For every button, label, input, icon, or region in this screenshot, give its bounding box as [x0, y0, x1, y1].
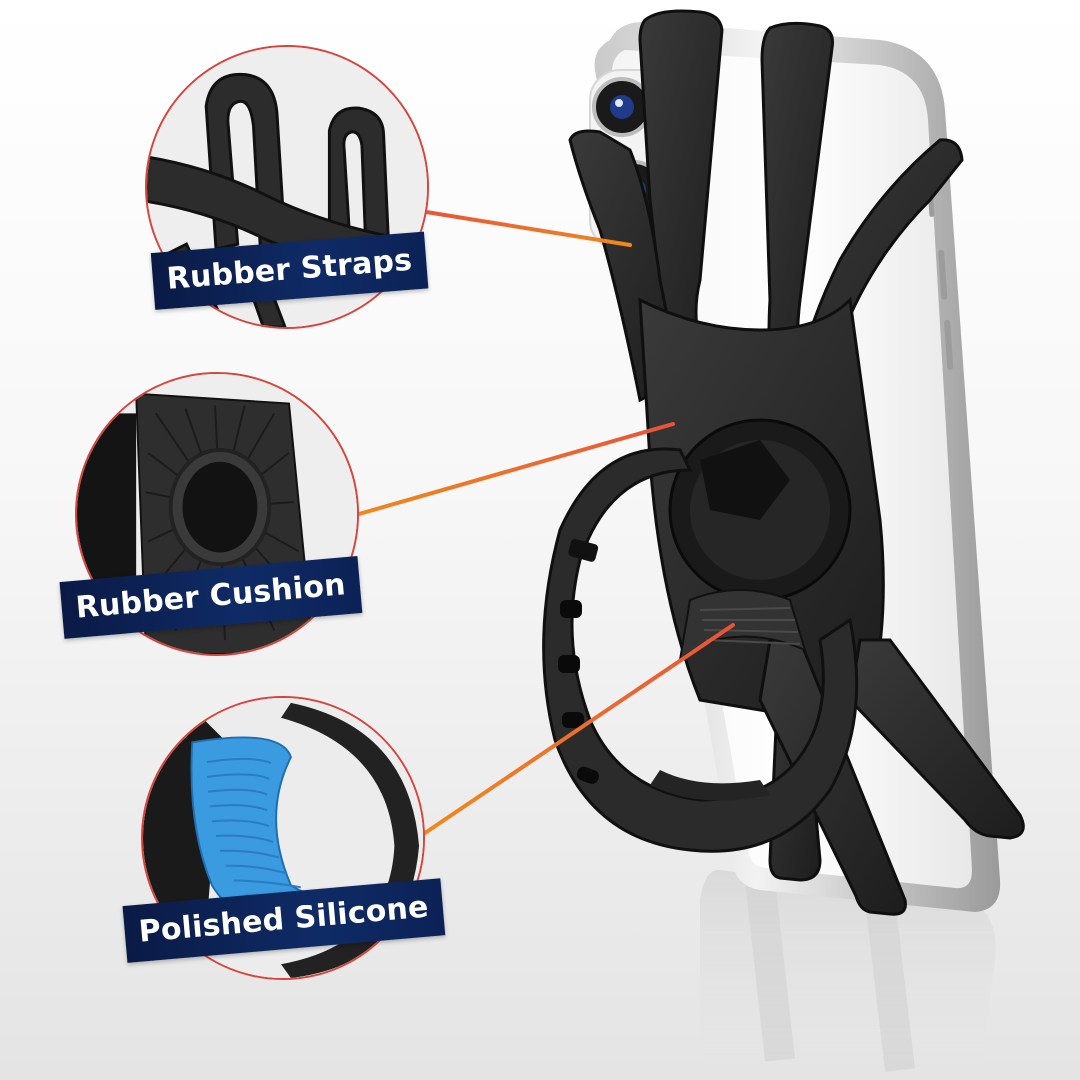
handlebar-clamp-band: [542, 447, 859, 853]
connector-line-rubber-straps: [418, 209, 632, 247]
callout-label: Rubber Straps: [165, 242, 414, 297]
connector-line-polished-silicone: [420, 623, 735, 837]
reflection: [700, 869, 996, 1080]
polished-silicone-closeup-icon: [141, 696, 425, 980]
connector-line-rubber-cushion: [350, 422, 675, 518]
rotating-mount-base: [668, 418, 852, 602]
